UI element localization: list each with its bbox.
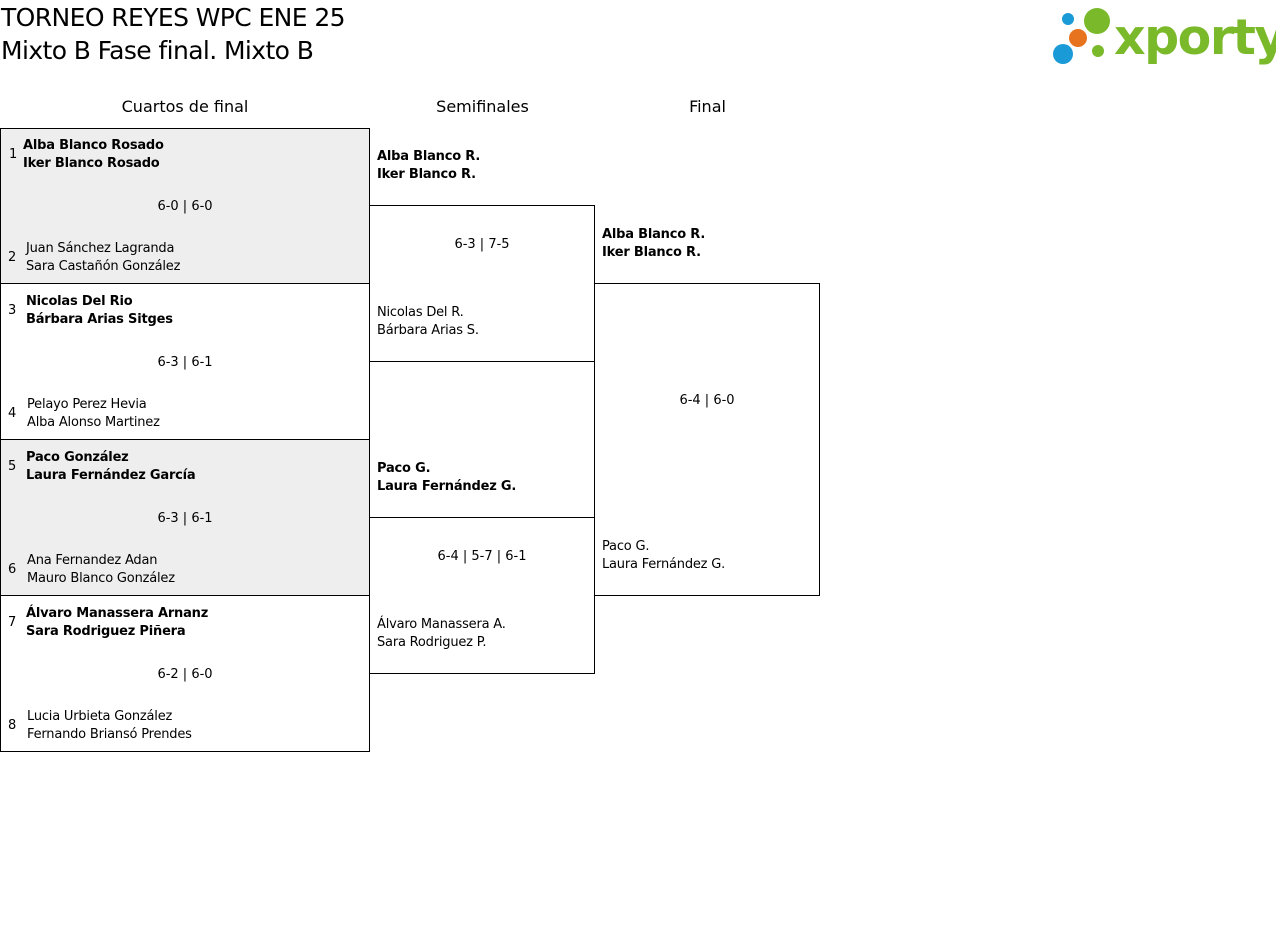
player-name: Juan Sánchez Lagranda [26, 241, 175, 256]
player-name: Sara Rodriguez Piñera [26, 624, 186, 639]
match-score: 6-0 | 6-0 [157, 199, 213, 214]
player-name: Lucia Urbieta González [27, 709, 173, 724]
round-header-final: Final [689, 97, 726, 116]
match-score: 6-3 | 6-1 [157, 355, 213, 370]
tournament-title: TORNEO REYES WPC ENE 25 [1, 3, 346, 32]
logo-wordmark: xporty [1114, 9, 1276, 66]
logo-dot-blue [1053, 44, 1073, 64]
sf-2-winner-player: Paco G. [377, 461, 431, 476]
player-name: Alba Alonso Martinez [27, 415, 160, 430]
round-header-semifinals: Semifinales [436, 97, 529, 116]
seed-number: 1 [9, 147, 18, 162]
match-score: 6-3 | 7-5 [454, 237, 510, 252]
seed-number: 6 [8, 562, 17, 577]
qf-match-4: 7 Álvaro Manassera Arnanz Sara Rodriguez… [0, 595, 370, 752]
player-name: Bárbara Arias Sitges [26, 312, 173, 327]
sf-match-2: 6-4 | 5-7 | 6-1 Álvaro Manassera A. Sara… [369, 517, 595, 674]
player-name: Álvaro Manassera Arnanz [26, 606, 209, 621]
match-score: 6-4 | 5-7 | 6-1 [437, 549, 527, 564]
qf-match-1: 1 Alba Blanco Rosado Iker Blanco Rosado … [0, 128, 370, 284]
sf-2-winner-player: Laura Fernández G. [377, 479, 517, 494]
player-name: Sara Castañón González [26, 259, 181, 274]
qf-match-2: 3 Nicolas Del Rio Bárbara Arias Sitges 6… [0, 283, 370, 440]
player-name: Laura Fernández García [26, 468, 196, 483]
player-name: Nicolas Del R. [377, 305, 464, 320]
seed-number: 7 [8, 615, 17, 630]
sf-1-winner-player: Iker Blanco R. [377, 167, 476, 182]
xporty-logo: xporty [1053, 8, 1276, 66]
tournament-subtitle: Mixto B Fase final. Mixto B [1, 36, 314, 65]
player-name: Sara Rodriguez P. [377, 635, 487, 650]
logo-dot-green-large [1084, 8, 1110, 34]
sf-match-1: 6-3 | 7-5 Nicolas Del R. Bárbara Arias S… [369, 205, 595, 362]
player-name: Bárbara Arias S. [377, 323, 479, 338]
player-name: Paco G. [602, 539, 650, 554]
logo-dot-orange [1069, 29, 1087, 47]
logo-dot-blue-small [1062, 13, 1074, 25]
player-name: Iker Blanco Rosado [23, 156, 160, 171]
final-winner-player: Alba Blanco R. [602, 227, 706, 242]
player-name: Paco González [26, 450, 129, 465]
player-name: Nicolas Del Rio [26, 294, 133, 309]
seed-number: 3 [8, 303, 17, 318]
player-name: Mauro Blanco González [27, 571, 175, 586]
round-header-quarterfinals: Cuartos de final [121, 97, 249, 116]
player-name: Fernando Briansó Prendes [27, 727, 192, 742]
qf-match-3: 5 Paco González Laura Fernández García 6… [0, 439, 370, 596]
player-name: Álvaro Manassera A. [377, 617, 506, 632]
seed-number: 2 [8, 250, 17, 265]
final-winner-player: Iker Blanco R. [602, 245, 701, 260]
final-match: 6-4 | 6-0 Paco G. Laura Fernández G. [594, 283, 820, 596]
player-name: Pelayo Perez Hevia [27, 397, 147, 412]
logo-dot-green-small [1092, 45, 1104, 57]
player-name: Laura Fernández G. [602, 557, 726, 572]
seed-number: 4 [8, 406, 17, 421]
match-score: 6-4 | 6-0 [679, 393, 735, 408]
player-name: Alba Blanco Rosado [23, 138, 164, 153]
player-name: Ana Fernandez Adan [27, 553, 158, 568]
seed-number: 5 [8, 459, 17, 474]
seed-number: 8 [8, 718, 17, 733]
match-score: 6-3 | 6-1 [157, 511, 213, 526]
match-score: 6-2 | 6-0 [157, 667, 213, 682]
sf-1-winner-player: Alba Blanco R. [377, 149, 481, 164]
